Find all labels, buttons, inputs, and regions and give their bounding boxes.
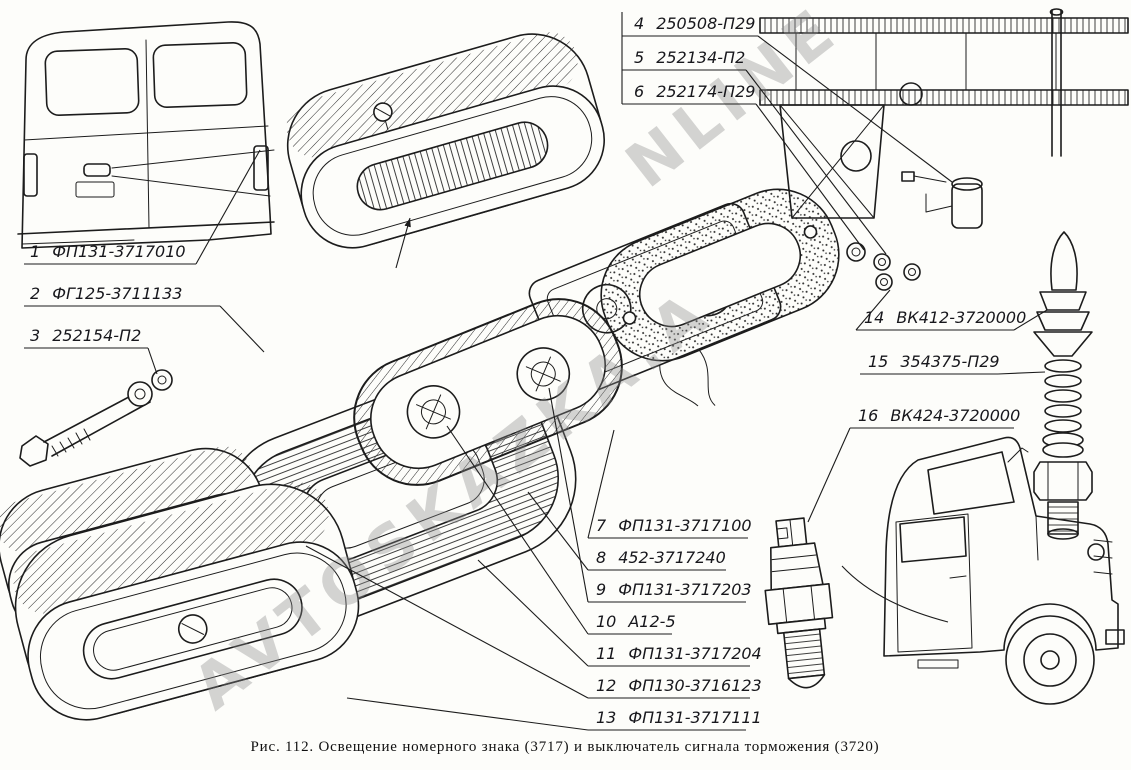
bulb-1-cross — [416, 394, 451, 430]
cab-door-handle — [949, 575, 967, 579]
van-rear-view — [17, 21, 275, 249]
lamp-wires — [659, 348, 716, 407]
frame-washer-1 — [846, 242, 866, 262]
cab-wheel — [1005, 615, 1095, 705]
van-tail-lamp-left — [23, 153, 38, 197]
housing-lens-slot — [356, 121, 549, 211]
washer-large — [127, 381, 153, 407]
bulb-2-cross — [525, 356, 561, 392]
cab-mirror — [1007, 447, 1029, 463]
cab-windshield — [927, 451, 1015, 515]
stoplight-switch — [764, 517, 834, 689]
switch-threads — [782, 628, 826, 680]
gasket-opening — [638, 222, 802, 328]
van-rear-window-left — [44, 48, 140, 116]
bolt-threads — [51, 428, 91, 457]
frame-stake — [1051, 9, 1062, 157]
figure-caption: Рис. 112. Освещение номерного знака (371… — [251, 739, 880, 755]
cab-switch-locator — [841, 565, 949, 623]
bolt-head — [19, 435, 49, 467]
switch-nut — [1033, 461, 1093, 501]
bolt-and-washers — [19, 369, 173, 467]
rubber-boot — [1033, 291, 1093, 357]
switch-plunger — [1050, 231, 1078, 291]
frame-rail-upper — [759, 17, 1129, 34]
switch-upper-body — [770, 542, 824, 591]
frame-washer-2 — [873, 253, 891, 271]
cab-step — [917, 659, 959, 669]
brake-switch-parts — [1033, 231, 1093, 540]
sealing-ring — [353, 298, 623, 486]
frame-rail-lower — [759, 89, 1129, 106]
callout-washer-b — [903, 263, 921, 281]
cab-door — [895, 513, 973, 653]
cab-door-window — [899, 516, 967, 563]
van-plate-lamp — [83, 163, 111, 177]
lamp-cover-front — [13, 482, 360, 721]
van-pointer-lines — [111, 149, 275, 197]
van-bumper — [17, 221, 275, 235]
cab-headlight — [1087, 543, 1105, 561]
vehicle-cab — [841, 436, 1125, 705]
switch-tip — [787, 673, 826, 689]
arrow-to-housing — [395, 217, 411, 269]
washer-small — [151, 369, 173, 391]
callout-washer-a — [875, 273, 893, 291]
van-license-plate — [75, 181, 115, 198]
frame-bolt — [901, 171, 915, 182]
cab-bumper — [1105, 629, 1125, 645]
cover-slot — [82, 578, 303, 680]
chassis-frame — [759, 8, 1129, 271]
return-spring — [1044, 359, 1082, 433]
van-rear-window-right — [152, 42, 248, 108]
mounting-gasket — [600, 188, 840, 362]
van-door-seam — [145, 39, 150, 229]
van-tail-lamp-right — [253, 145, 269, 191]
lamp-housing-top — [286, 32, 606, 249]
